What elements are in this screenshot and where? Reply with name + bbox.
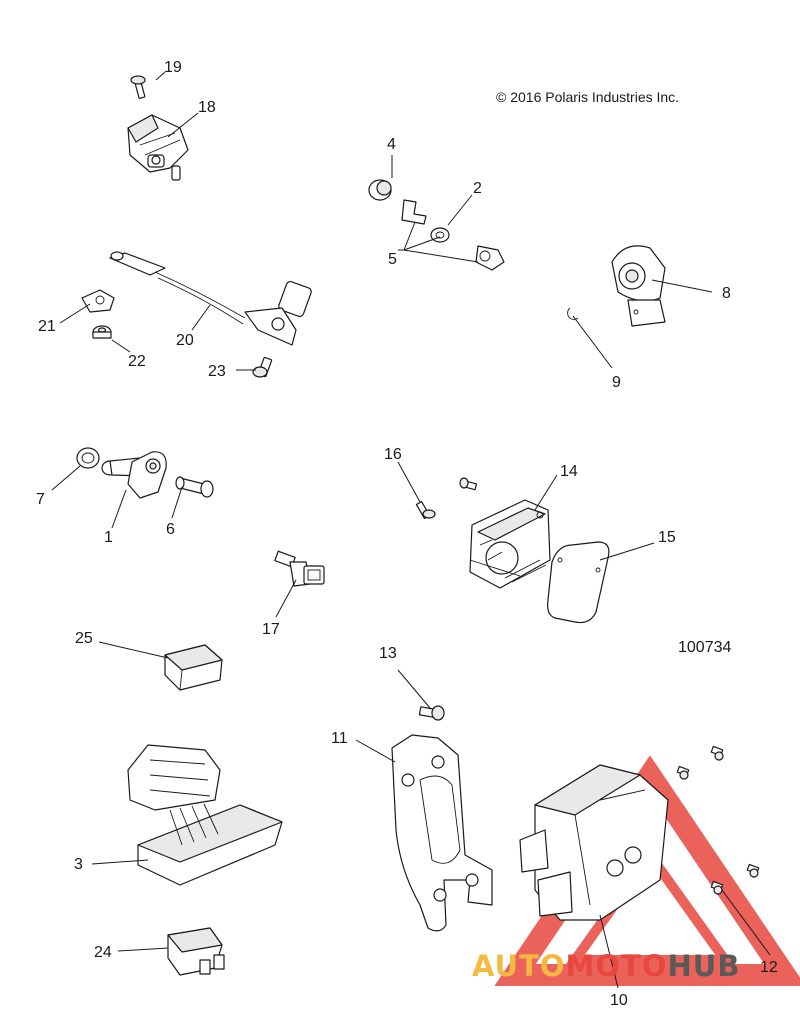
part-20-speed-sensor-cable: [109, 251, 312, 346]
part-11-bracket: [391, 734, 493, 932]
callout-5: 5: [388, 251, 397, 268]
callout-8: 8: [722, 285, 731, 302]
part-24-switch: [167, 927, 225, 976]
part-23-bolt: [252, 356, 273, 378]
callout-1: 1: [104, 529, 113, 546]
callout-2: 2: [473, 180, 482, 197]
callout-17: 17: [262, 621, 280, 638]
callout-labels: 19 18 4 2 5 8 9 21 20 22 23 7 1 6 16 14 …: [36, 59, 778, 1009]
part-2-o-ring: [430, 227, 450, 243]
watermark-part2: MOTO: [566, 949, 668, 983]
part-14-housing: [469, 499, 551, 589]
part-1-cam-sensor: [101, 451, 167, 499]
callout-15: 15: [658, 529, 676, 546]
callout-10: 10: [610, 992, 628, 1009]
callout-12: 12: [760, 959, 778, 976]
callout-18: 18: [198, 99, 216, 116]
callout-23: 23: [208, 363, 226, 380]
part-22-nut: [92, 325, 112, 339]
part-6-bushing: [175, 476, 214, 498]
callout-9: 9: [612, 374, 621, 391]
part-7-o-ring: [76, 447, 100, 469]
part-12-screws: [676, 745, 760, 895]
part-3-module: [127, 744, 283, 886]
watermark-part1: AUTO: [472, 949, 566, 983]
copyright-text: © 2016 Polaris Industries Inc.: [496, 89, 679, 105]
part-8-knock-sensor: [611, 245, 666, 327]
part-16-screws: [415, 477, 478, 520]
figure-number: 100734: [678, 639, 731, 656]
part-5-sensor: [475, 245, 505, 271]
callout-24: 24: [94, 944, 112, 961]
callout-19: 19: [164, 59, 182, 76]
watermark-part3: HUB: [668, 949, 741, 983]
part-17-temp-sensor: [274, 550, 325, 587]
callout-3: 3: [74, 856, 83, 873]
part-18-map-sensor: [127, 114, 189, 181]
callout-22: 22: [128, 353, 146, 370]
callout-14: 14: [560, 463, 578, 480]
part-13-bolt: [418, 705, 445, 721]
part-21-clip: [81, 289, 115, 313]
part-5-tab: [401, 199, 427, 225]
watermark-logo: AUTOMOTOHUB: [472, 949, 740, 983]
callout-21: 21: [38, 318, 56, 335]
callout-4: 4: [387, 136, 396, 153]
part-19-bolt: [130, 75, 146, 99]
callout-7: 7: [36, 491, 45, 508]
part-9-clip-ring: [567, 307, 579, 320]
part-25-relay: [164, 644, 223, 691]
callout-11: 11: [331, 730, 348, 747]
callout-25: 25: [75, 630, 93, 647]
callout-16: 16: [384, 446, 402, 463]
part-4-cap: [368, 179, 392, 201]
part-10-ecu: [519, 764, 669, 921]
callout-20: 20: [176, 332, 194, 349]
callout-13: 13: [379, 645, 397, 662]
part-15-gasket: [547, 541, 610, 624]
leader-lines: [51, 71, 771, 989]
callout-6: 6: [166, 521, 175, 538]
